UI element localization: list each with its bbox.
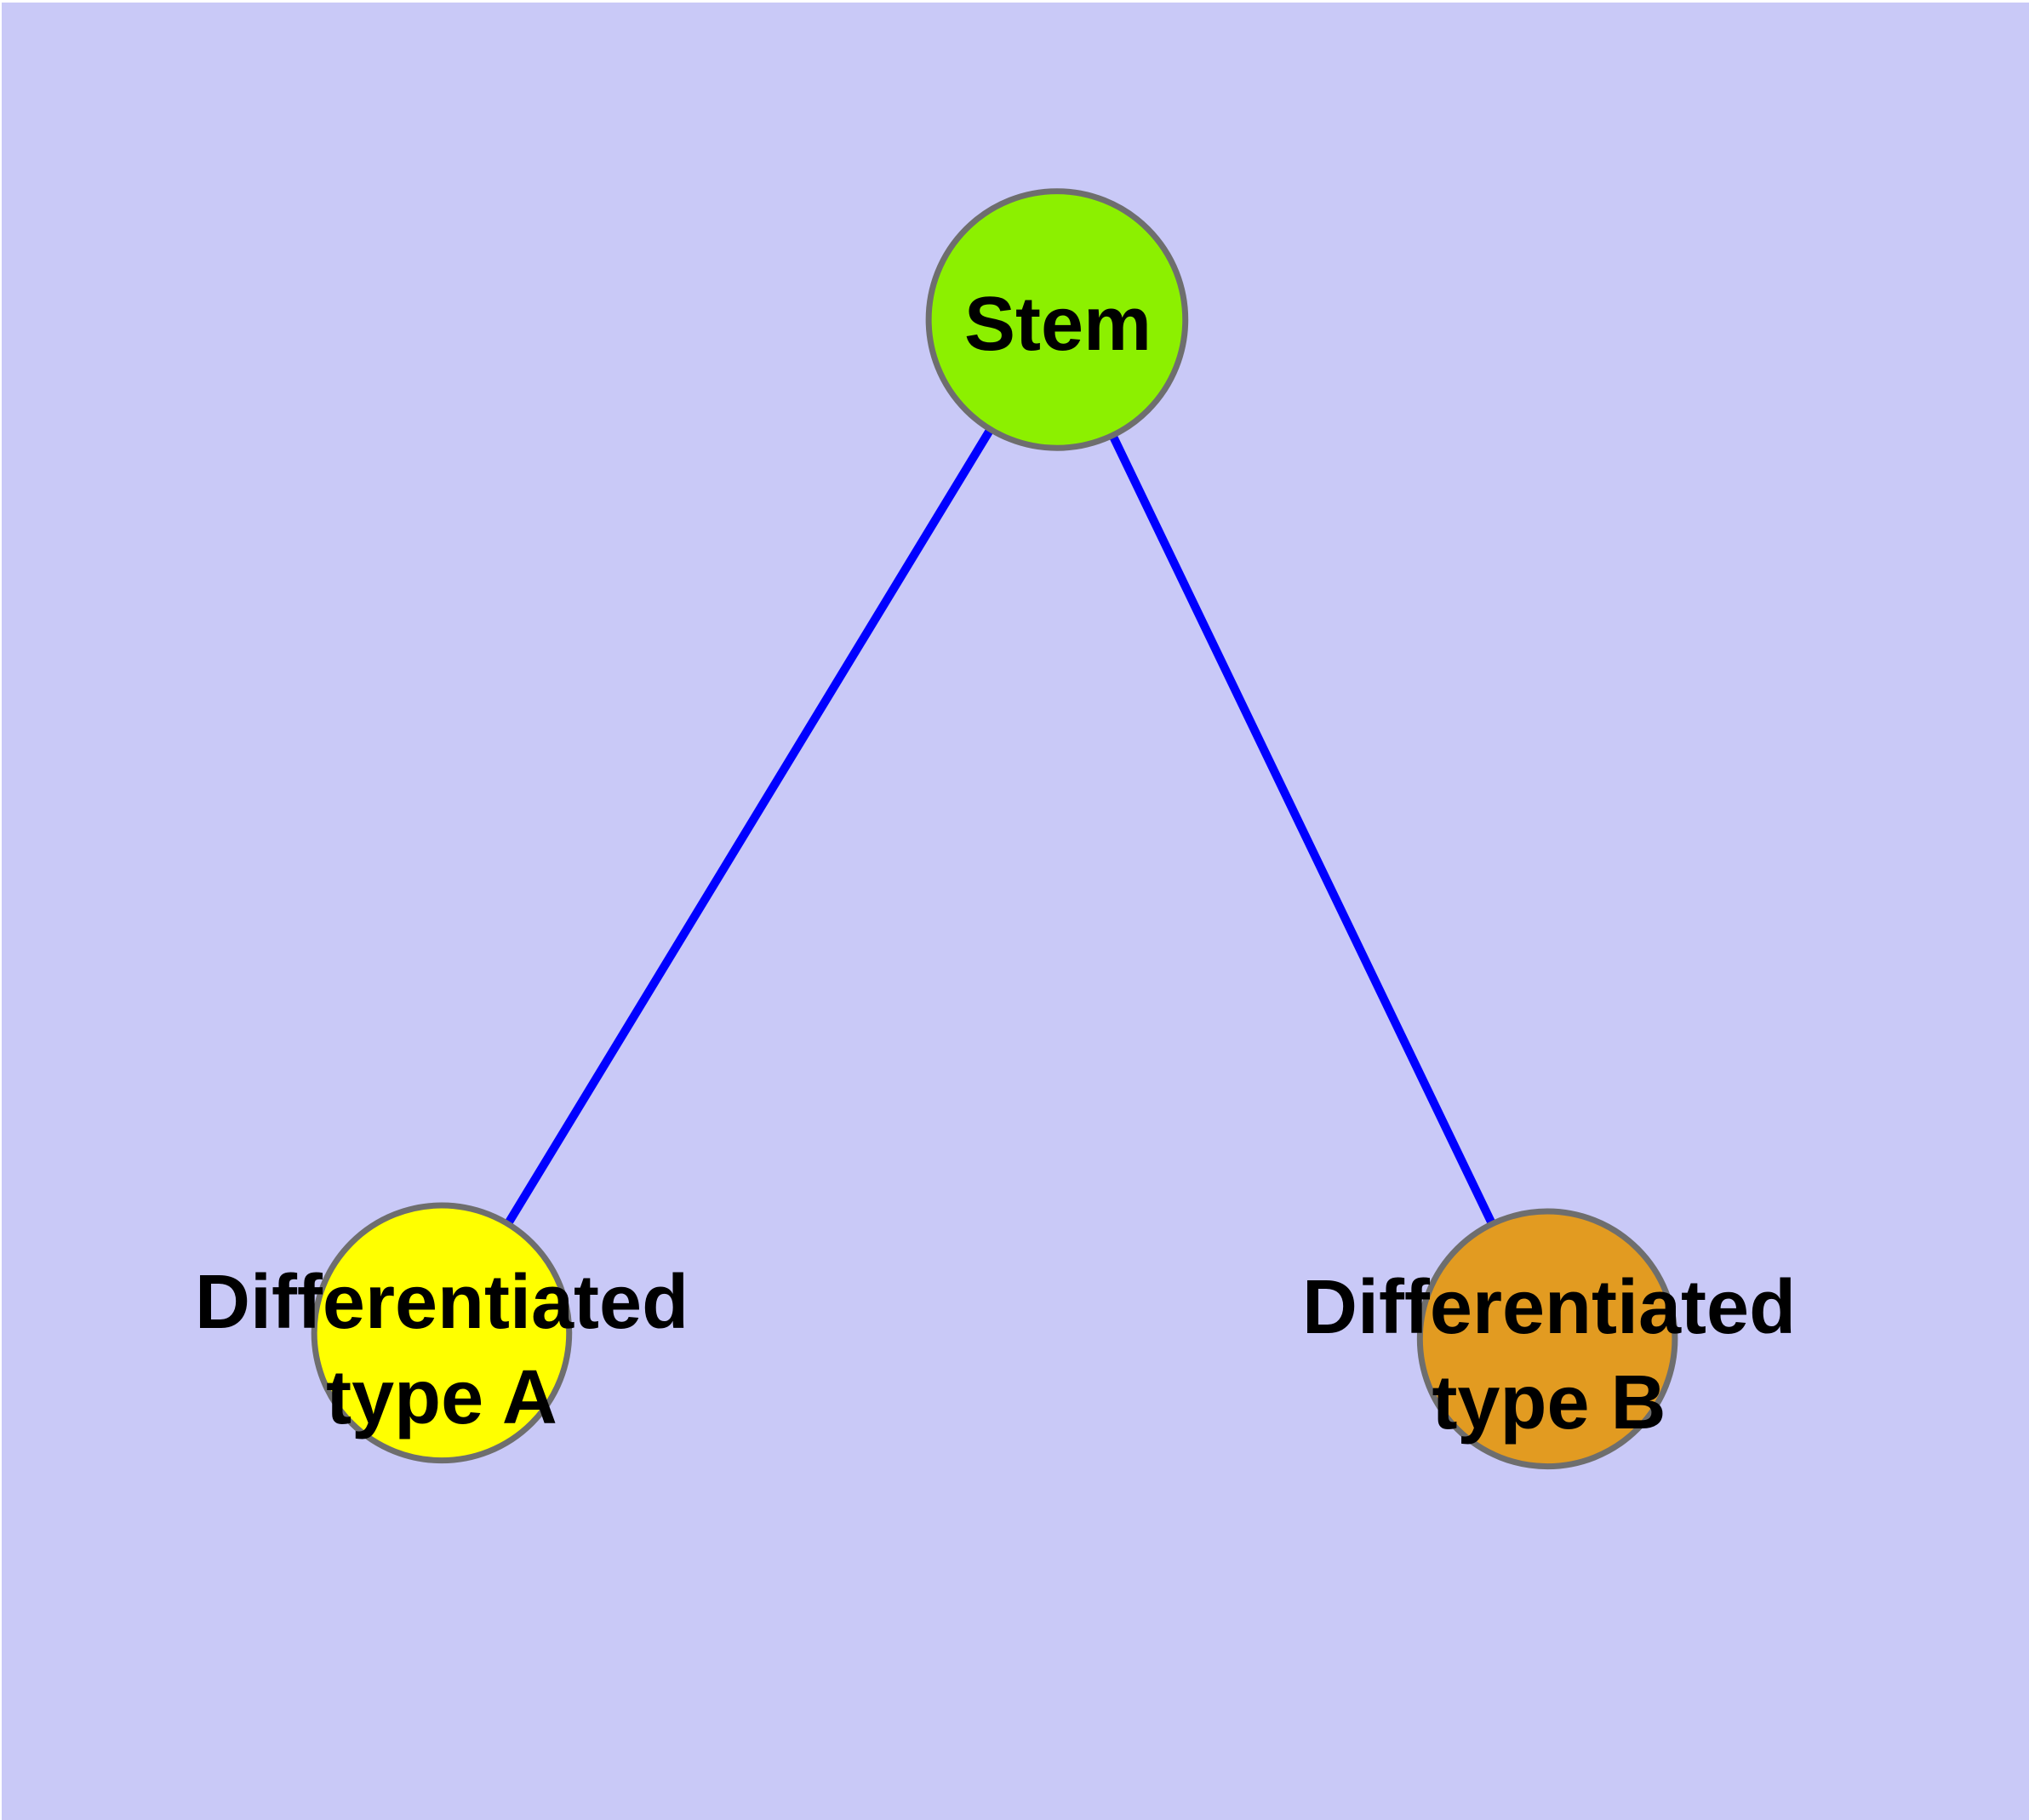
edge-stem-to-type-b [1053,318,1552,1341]
node-differentiated-type-a [311,1202,573,1464]
node-stem [925,188,1189,451]
graph-svg [311,188,1678,1470]
edge-stem-to-type-a [437,317,1061,1336]
node-differentiated-type-b [1416,1208,1678,1470]
